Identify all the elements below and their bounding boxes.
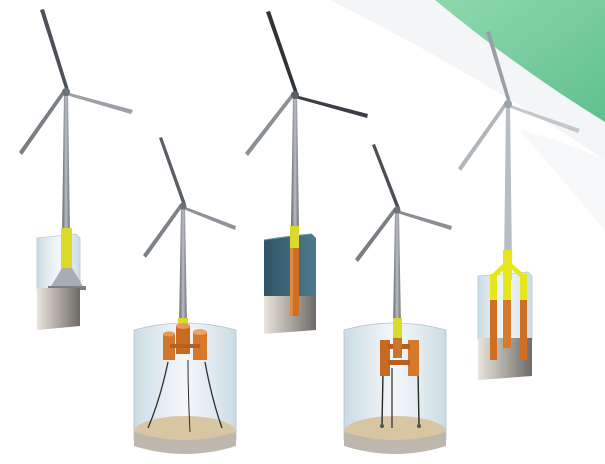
- turbine-gravity-base: [19, 9, 133, 330]
- tower: [62, 92, 70, 240]
- gravity-base-cone: [50, 268, 84, 288]
- pile: [503, 300, 511, 348]
- floating-platform: [380, 338, 419, 376]
- tower: [504, 104, 512, 265]
- turbine-monopile: [245, 11, 368, 334]
- turbine-tension-leg-platform: [343, 144, 452, 454]
- transition-piece: [290, 226, 299, 250]
- rotor: [458, 31, 580, 171]
- tower: [393, 210, 401, 330]
- pile: [520, 300, 527, 360]
- tower: [179, 206, 187, 330]
- corner-accent: [330, 0, 605, 230]
- floating-platform: [163, 323, 207, 360]
- mooring-line: [204, 361, 223, 429]
- seabed-soil: [37, 288, 80, 330]
- mooring-line: [187, 359, 191, 433]
- rotor: [19, 9, 133, 155]
- monopile: [290, 248, 299, 316]
- mooring-line: [147, 361, 169, 429]
- turbine-tripod: [458, 31, 580, 380]
- tower: [291, 95, 299, 230]
- turbine-semi-submersible: [133, 137, 237, 454]
- rotor: [245, 11, 368, 156]
- rotor: [143, 137, 236, 258]
- rotor: [355, 144, 452, 262]
- tendon: [381, 371, 384, 426]
- pile: [490, 300, 497, 360]
- tendon: [417, 371, 420, 426]
- transition-piece: [61, 228, 72, 270]
- tripod-frame: [490, 250, 527, 302]
